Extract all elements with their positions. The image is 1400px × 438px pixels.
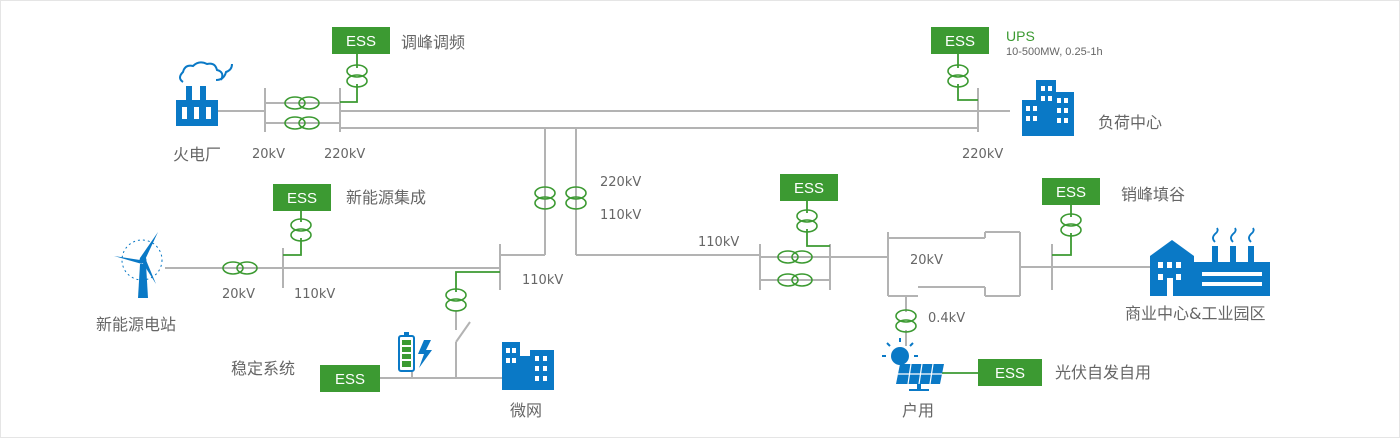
transformer-symbol — [796, 209, 818, 233]
grid-lines — [165, 88, 1155, 379]
sun-icon — [882, 338, 918, 365]
ess-box-peak-regulation: ESS — [332, 27, 390, 54]
ess-box-pv: ESS — [978, 359, 1042, 386]
ess-box-renewable: ESS — [273, 184, 331, 211]
label-wind-station: 新能源电站 — [96, 315, 176, 334]
ess-label: ESS — [335, 371, 365, 388]
label-voltage: 110kV — [294, 287, 335, 302]
battery-icon — [398, 332, 415, 372]
transformer-symbol — [290, 218, 312, 242]
label-voltage: 20kV — [910, 253, 943, 268]
transformer-symbol — [1060, 213, 1082, 237]
ess-box-ups: ESS — [931, 27, 989, 54]
transformer-symbol — [346, 64, 368, 88]
factory-icon — [176, 61, 233, 126]
transformer-symbol — [895, 309, 917, 333]
building-icon — [502, 342, 554, 390]
transformer-symbol — [947, 64, 969, 88]
label-stability: 稳定系统 — [231, 359, 295, 378]
label-voltage: 220kV — [600, 175, 641, 190]
lightning-icon — [418, 340, 432, 368]
label-pv-self-use: 光伏自发自用 — [1055, 363, 1151, 382]
ess-label: ESS — [945, 33, 975, 50]
ess-label: ESS — [287, 190, 317, 207]
label-voltage: 220kV — [324, 147, 365, 162]
transformer-symbol — [445, 288, 467, 312]
label-voltage: 110kV — [600, 208, 641, 223]
ess-box-peak-shaving: ESS — [1042, 178, 1100, 205]
wind-turbine-icon — [114, 232, 163, 298]
building-icon — [1150, 227, 1270, 296]
label-renewable-integration: 新能源集成 — [346, 188, 426, 207]
ess-box-distribution: ESS — [780, 174, 838, 201]
ess-box-stability: ESS — [320, 365, 380, 392]
label-voltage: 0.4kV — [928, 311, 965, 326]
label-load-center: 负荷中心 — [1098, 113, 1162, 132]
label-peak-regulation: 调峰调频 — [401, 33, 465, 52]
solar-panel-icon — [896, 363, 944, 391]
ess-label: ESS — [1056, 184, 1086, 201]
label-thermal-plant: 火电厂 — [173, 145, 221, 164]
label-ups: UPS — [1006, 28, 1035, 44]
label-voltage: 110kV — [698, 235, 739, 250]
label-voltage: 110kV — [522, 273, 563, 288]
ess-label: ESS — [346, 33, 376, 50]
label-micro-grid: 微网 — [510, 401, 542, 420]
label-voltage: 20kV — [222, 287, 255, 302]
label-commercial-park: 商业中心&工业园区 — [1125, 304, 1265, 323]
label-household: 户用 — [902, 401, 934, 420]
label-voltage: 220kV — [962, 147, 1003, 162]
label-ups-spec: 10-500MW, 0.25-1h — [1006, 46, 1103, 58]
building-icon — [1022, 80, 1074, 136]
label-peak-shaving: 销峰填谷 — [1121, 185, 1185, 204]
ess-label: ESS — [995, 365, 1025, 382]
label-voltage: 20kV — [252, 147, 285, 162]
ess-label: ESS — [794, 180, 824, 197]
